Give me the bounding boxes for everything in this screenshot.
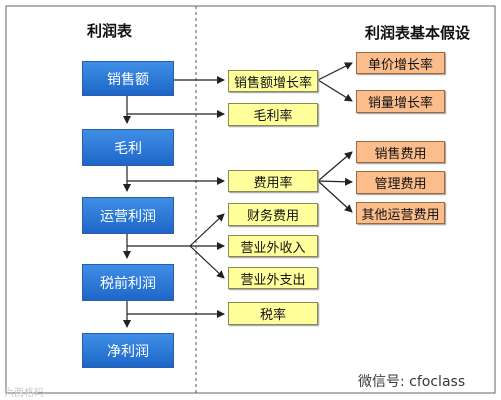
arrow-to-admin-expense: [317, 177, 353, 186]
box-volume-growth: 销量增长率: [356, 90, 445, 113]
box-finance-cost: 财务费用: [228, 203, 318, 226]
box-expense-ratio: 费用率: [228, 170, 318, 192]
box-operating-profit: 运营利润: [82, 197, 174, 234]
box-admin-expense: 管理费用: [356, 171, 445, 194]
box-non-operating-income: 营业外收入: [228, 235, 318, 257]
box-unit-price-growth: 单价增长率: [356, 52, 445, 74]
box-tax-rate: 税率: [228, 302, 318, 325]
box-net-profit: 净利润: [82, 333, 174, 368]
arrow-to-non-op-expense: [189, 245, 225, 279]
left-section-title: 利润表: [87, 22, 133, 40]
box-sales-growth-rate: 销售额增长率: [228, 70, 318, 92]
box-pretax-profit: 税前利润: [82, 264, 174, 301]
box-gross-margin: 毛利率: [228, 103, 318, 126]
box-non-operating-expense: 营业外支出: [228, 267, 318, 289]
box-selling-expense: 销售费用: [356, 141, 445, 163]
watermark-wechat-id: 微信号: cfoclass: [358, 374, 466, 390]
arrow-to-selling-expense: [317, 151, 353, 182]
arrow-to-finance-cost: [189, 213, 225, 247]
watermark-left: 六西格玛: [4, 388, 44, 399]
right-section-title: 利润表基本假设: [365, 24, 471, 42]
box-gross-profit: 毛利: [82, 129, 174, 166]
box-sales: 销售额: [82, 61, 174, 96]
arrow-to-other-op-expense: [317, 180, 353, 213]
arrow-to-volume-growth: [317, 79, 353, 102]
box-other-operating-expense: 其他运营费用: [356, 202, 445, 224]
outer-frame: [5, 5, 496, 394]
arrow-to-unit-price-growth: [317, 62, 353, 81]
